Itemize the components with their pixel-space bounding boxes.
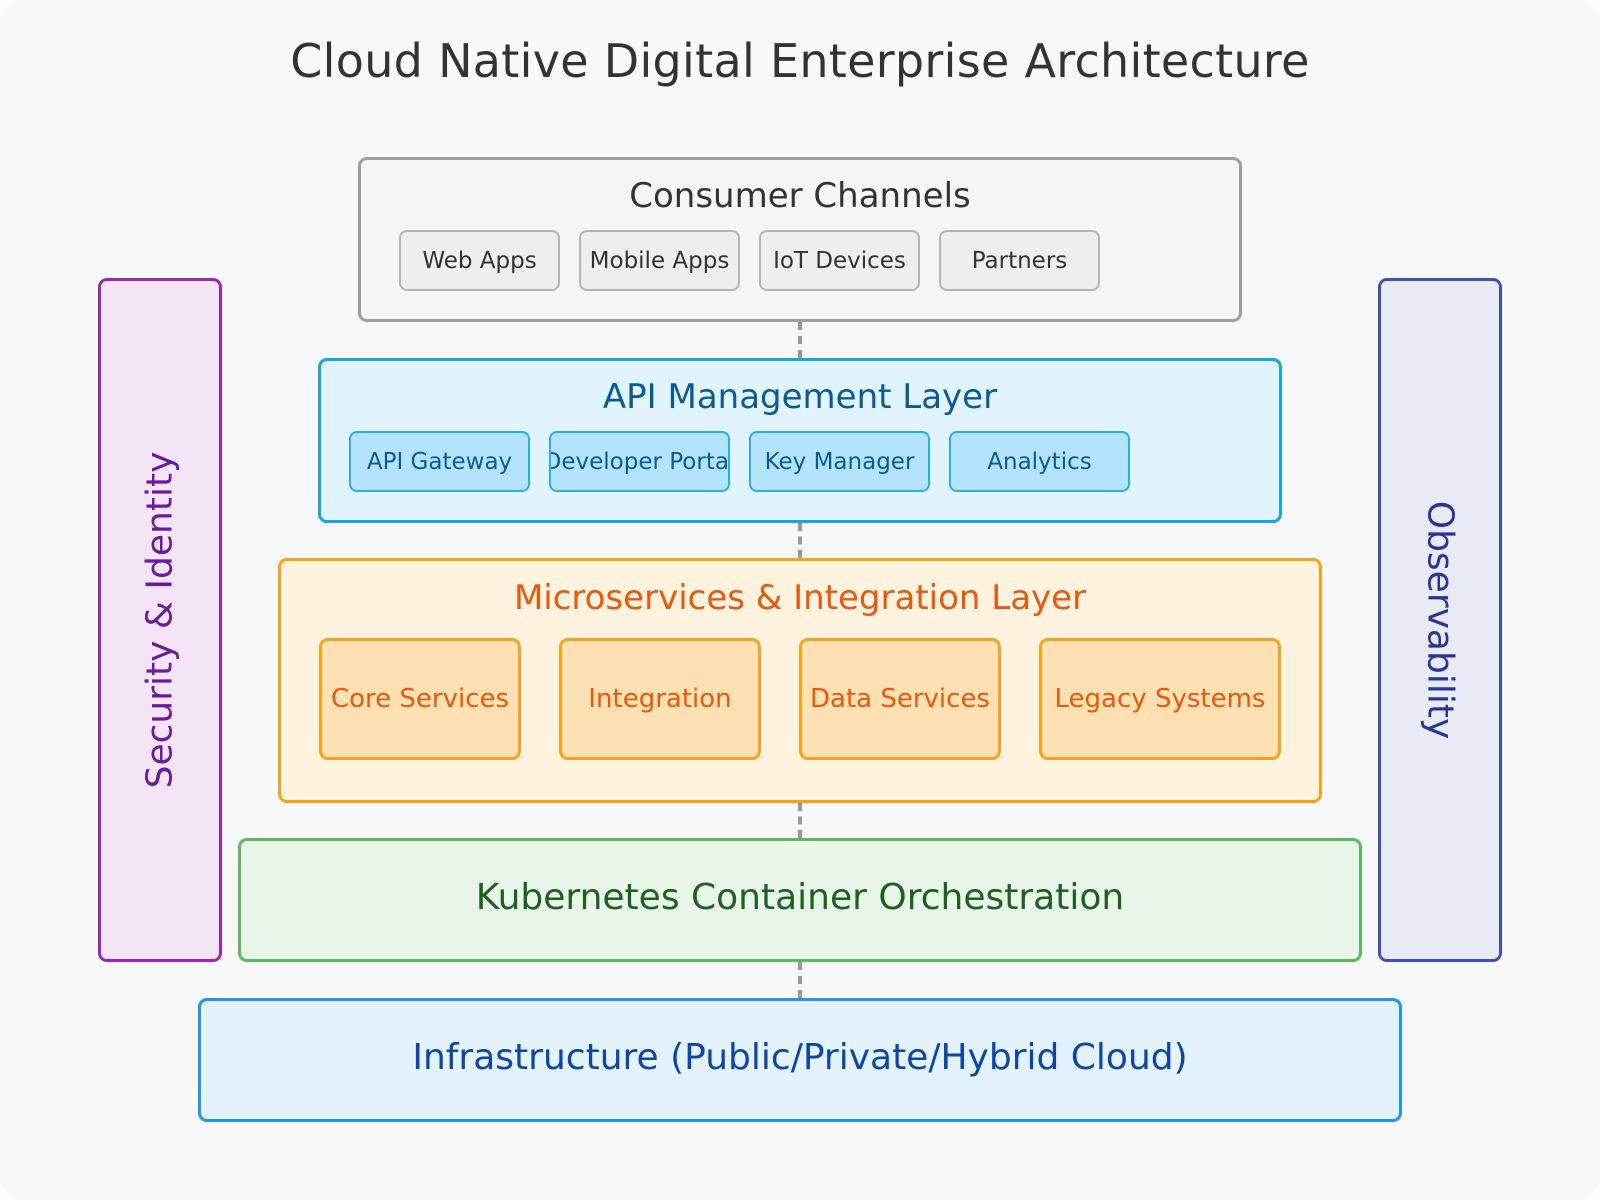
component-iot-devices: IoT Devices [759,230,920,291]
component-mobile-apps: Mobile Apps [579,230,740,291]
infrastructure-layer: Infrastructure (Public/Private/Hybrid Cl… [198,998,1402,1122]
consumer-channels-layer: Consumer Channels Web Apps Mobile Apps I… [358,157,1242,322]
observability-label: Observability [1419,500,1461,740]
security-identity-label: Security & Identity [139,451,181,789]
observability-panel: Observability [1378,278,1502,962]
consumer-channels-title: Consumer Channels [629,176,971,216]
kubernetes-layer: Kubernetes Container Orchestration [238,838,1362,962]
component-core-services: Core Services [319,638,521,760]
component-web-apps: Web Apps [399,230,560,291]
connector-micro-k8s [798,803,802,838]
connector-api-micro [798,523,802,558]
component-integration: Integration [559,638,761,760]
component-legacy-systems: Legacy Systems [1039,638,1281,760]
component-partners: Partners [939,230,1100,291]
connector-consumer-api [798,322,802,358]
component-key-manager: Key Manager [749,431,930,492]
component-api-gateway: API Gateway [349,431,530,492]
microservices-title: Microservices & Integration Layer [513,578,1087,618]
diagram-title: Cloud Native Digital Enterprise Architec… [290,34,1310,88]
api-management-layer: API Management Layer API Gateway Develop… [318,358,1282,523]
security-identity-panel: Security & Identity [98,278,222,962]
component-analytics: Analytics [949,431,1130,492]
connector-k8s-infra [798,962,802,998]
api-management-title: API Management Layer [602,377,998,417]
microservices-integration-layer: Microservices & Integration Layer Core S… [278,558,1322,803]
component-data-services: Data Services [799,638,1001,760]
component-developer-portal: Developer Portal [549,431,730,492]
infrastructure-title: Infrastructure (Public/Private/Hybrid Cl… [412,1037,1188,1078]
kubernetes-title: Kubernetes Container Orchestration [475,877,1125,918]
